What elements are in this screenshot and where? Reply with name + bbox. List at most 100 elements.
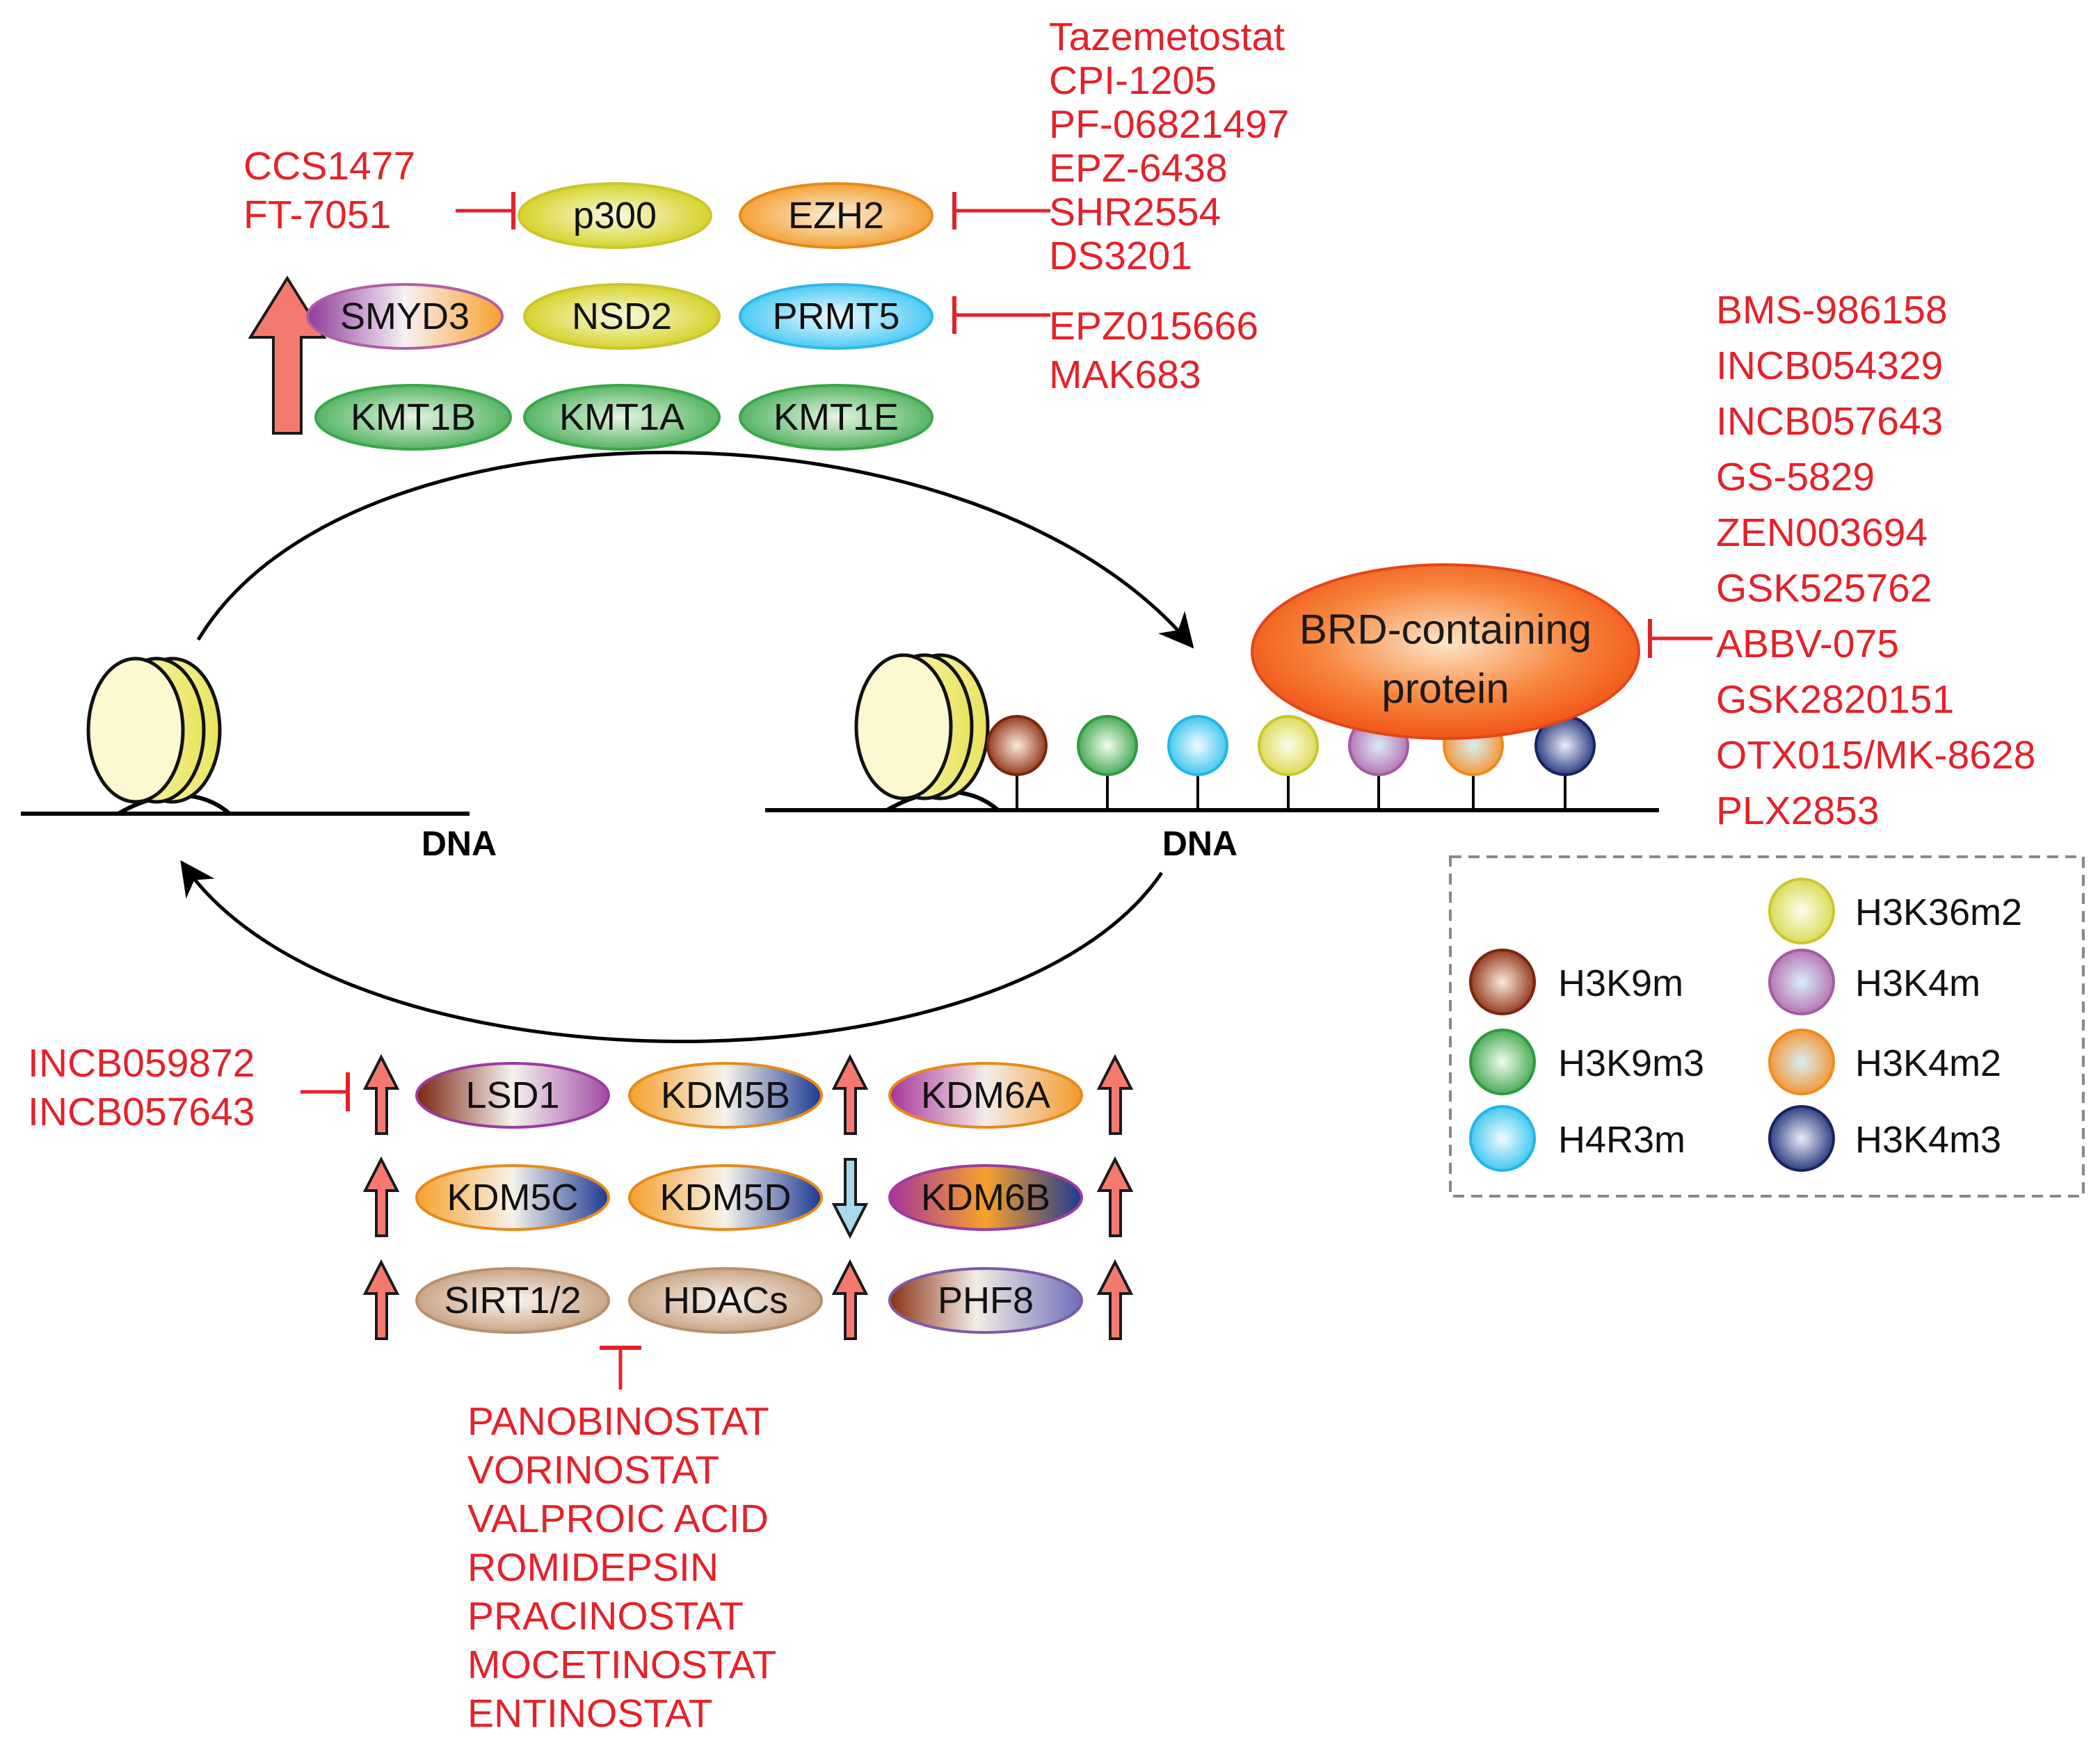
svg-text:FT-7051: FT-7051 bbox=[243, 193, 391, 237]
up-arrow-icon bbox=[362, 1156, 400, 1237]
svg-text:KMT1B: KMT1B bbox=[351, 396, 476, 438]
prmt5-inhibitor-list: EPZ015666 MAK683 bbox=[1049, 304, 1258, 397]
enzyme-prmt5[interactable]: PRMT5 bbox=[739, 283, 933, 350]
enzyme-hdacs[interactable]: HDACs bbox=[628, 1267, 823, 1334]
svg-text:H3K9m3: H3K9m3 bbox=[1558, 1042, 1704, 1084]
svg-text:KMT1A: KMT1A bbox=[559, 396, 684, 438]
up-arrow-icon bbox=[1096, 1054, 1134, 1135]
lsd1-inhibitor-list: INCB059872 INCB057643 bbox=[28, 1041, 255, 1134]
svg-text:PRACINOSTAT: PRACINOSTAT bbox=[467, 1594, 744, 1638]
left-nucleosome bbox=[21, 656, 470, 816]
brd-protein[interactable]: BRD-containing protein bbox=[1251, 563, 1640, 740]
svg-text:ROMIDEPSIN: ROMIDEPSIN bbox=[467, 1545, 719, 1590]
svg-text:H3K4m3: H3K4m3 bbox=[1855, 1119, 2001, 1161]
svg-text:KDM5B: KDM5B bbox=[661, 1074, 790, 1116]
svg-text:MOCETINOSTAT: MOCETINOSTAT bbox=[467, 1643, 776, 1687]
ezh2-inhibitor-list: Tazemetostat CPI-1205 PF-06821497 EPZ-64… bbox=[1049, 15, 1289, 278]
ezh2-inhibition-bar-icon bbox=[952, 192, 1050, 229]
svg-text:H3K4m2: H3K4m2 bbox=[1855, 1042, 2001, 1084]
svg-text:KDM5C: KDM5C bbox=[447, 1177, 578, 1218]
brd-inhibitor-list: BMS-986158 INCB054329 INCB057643 GS-5829… bbox=[1716, 288, 2035, 833]
up-arrow-icon bbox=[831, 1259, 869, 1340]
svg-text:VALPROIC ACID: VALPROIC ACID bbox=[467, 1497, 769, 1541]
svg-text:H4R3m: H4R3m bbox=[1558, 1119, 1685, 1161]
svg-text:GS-5829: GS-5829 bbox=[1716, 455, 1875, 499]
svg-text:PHF8: PHF8 bbox=[938, 1280, 1034, 1321]
svg-text:LSD1: LSD1 bbox=[465, 1074, 559, 1116]
svg-text:PRMT5: PRMT5 bbox=[772, 296, 899, 337]
legend-item-h3k4m: H3K4m bbox=[1768, 949, 1980, 1015]
svg-text:ENTINOSTAT: ENTINOSTAT bbox=[467, 1691, 713, 1736]
lsd1-inhibition-bar-icon bbox=[300, 1072, 350, 1111]
svg-text:MAK683: MAK683 bbox=[1049, 353, 1201, 397]
enzyme-ezh2[interactable]: EZH2 bbox=[739, 182, 933, 249]
legend-box bbox=[1449, 855, 2085, 1198]
enzyme-kdm5b[interactable]: KDM5B bbox=[628, 1062, 823, 1129]
legend: H3K9m H3K9m3 H4R3m H3K36m2 H3K4m H3K4m2 … bbox=[1449, 855, 2085, 1198]
enzyme-kmt1b[interactable]: KMT1B bbox=[314, 384, 512, 451]
legend-item-h3k36m2: H3K36m2 bbox=[1768, 878, 2022, 944]
svg-text:CPI-1205: CPI-1205 bbox=[1049, 58, 1217, 103]
svg-text:CCS1477: CCS1477 bbox=[243, 144, 415, 188]
svg-text:KDM5D: KDM5D bbox=[659, 1177, 791, 1218]
expression-arrows bbox=[362, 1054, 1134, 1340]
svg-text:PF-06821497: PF-06821497 bbox=[1049, 102, 1289, 147]
enzyme-sirt1-2[interactable]: SIRT1/2 bbox=[415, 1267, 610, 1334]
enzyme-p300[interactable]: p300 bbox=[518, 182, 712, 249]
right-dna-label: DNA bbox=[1162, 824, 1237, 863]
hdac-inhibition-bar-icon bbox=[600, 1346, 641, 1389]
svg-text:SIRT1/2: SIRT1/2 bbox=[444, 1280, 581, 1321]
legend-item-h3k4m3: H3K4m3 bbox=[1768, 1105, 2001, 1172]
svg-text:H3K36m2: H3K36m2 bbox=[1855, 892, 2022, 933]
svg-text:SMYD3: SMYD3 bbox=[340, 296, 470, 337]
legend-item-h3k9m3: H3K9m3 bbox=[1469, 1029, 1704, 1095]
enzyme-phf8[interactable]: PHF8 bbox=[888, 1267, 1083, 1334]
enzyme-kmt1e[interactable]: KMT1E bbox=[739, 384, 933, 451]
down-arrow-icon bbox=[831, 1158, 869, 1239]
enzyme-smyd3[interactable]: SMYD3 bbox=[306, 283, 504, 350]
up-arrow-icon bbox=[362, 1054, 400, 1135]
svg-text:VORINOSTAT: VORINOSTAT bbox=[467, 1448, 719, 1492]
histone-marks bbox=[986, 715, 1596, 810]
svg-text:EPZ015666: EPZ015666 bbox=[1049, 304, 1258, 348]
svg-text:KMT1E: KMT1E bbox=[774, 396, 899, 438]
svg-text:KDM6A: KDM6A bbox=[921, 1074, 1050, 1116]
svg-text:ZEN003694: ZEN003694 bbox=[1716, 510, 1927, 555]
svg-text:KDM6B: KDM6B bbox=[921, 1177, 1050, 1218]
svg-text:EPZ-6438: EPZ-6438 bbox=[1049, 146, 1228, 191]
svg-text:SHR2554: SHR2554 bbox=[1049, 190, 1221, 234]
enzyme-kdm5d[interactable]: KDM5D bbox=[628, 1164, 823, 1231]
enzyme-nsd2[interactable]: NSD2 bbox=[523, 283, 721, 350]
svg-text:INCB057643: INCB057643 bbox=[28, 1090, 255, 1134]
up-arrow-icon bbox=[1096, 1259, 1134, 1340]
enzyme-lsd1[interactable]: LSD1 bbox=[415, 1062, 610, 1129]
legend-item-h4r3m: H4R3m bbox=[1469, 1105, 1685, 1172]
enzyme-kdm6b[interactable]: KDM6B bbox=[888, 1164, 1083, 1231]
mark-h3k9m3 bbox=[1077, 715, 1138, 776]
p300-inhibitor-list: CCS1477 FT-7051 bbox=[243, 144, 415, 237]
hdac-inhibitor-list: PANOBINOSTAT VORINOSTAT VALPROIC ACID RO… bbox=[467, 1399, 776, 1736]
svg-text:OTX015/MK-8628: OTX015/MK-8628 bbox=[1716, 733, 2035, 778]
erasers-group: INCB059872 INCB057643 LSD1 KDM5B KDM6A K… bbox=[28, 1041, 1134, 1736]
writers-up-arrow-icon bbox=[248, 275, 327, 435]
svg-text:p300: p300 bbox=[573, 195, 657, 236]
svg-text:PLX2853: PLX2853 bbox=[1716, 789, 1879, 833]
svg-text:H3K9m: H3K9m bbox=[1558, 962, 1683, 1004]
enzyme-kdm5c[interactable]: KDM5C bbox=[415, 1164, 610, 1231]
svg-text:protein: protein bbox=[1381, 666, 1509, 712]
enzyme-kmt1a[interactable]: KMT1A bbox=[523, 384, 721, 451]
erasing-cycle-arrow bbox=[180, 860, 1164, 1043]
svg-text:INCB059872: INCB059872 bbox=[28, 1041, 255, 1086]
mark-h4r3m bbox=[1167, 715, 1228, 776]
writers-group: p300 EZH2 SMYD3 NSD2 PRMT5 KMT1B KMT1A bbox=[243, 15, 1289, 451]
legend-item-h3k9m: H3K9m bbox=[1469, 949, 1683, 1015]
mark-h3k9m bbox=[986, 715, 1048, 776]
svg-text:H3K4m: H3K4m bbox=[1855, 962, 1980, 1004]
enzyme-kdm6a[interactable]: KDM6A bbox=[888, 1062, 1083, 1129]
left-dna-label: DNA bbox=[422, 824, 497, 863]
brd-inhibition-bar-icon bbox=[1648, 619, 1713, 658]
writing-cycle-arrow bbox=[196, 451, 1194, 649]
svg-text:EZH2: EZH2 bbox=[788, 195, 884, 236]
svg-text:ABBV-075: ABBV-075 bbox=[1716, 622, 1899, 666]
